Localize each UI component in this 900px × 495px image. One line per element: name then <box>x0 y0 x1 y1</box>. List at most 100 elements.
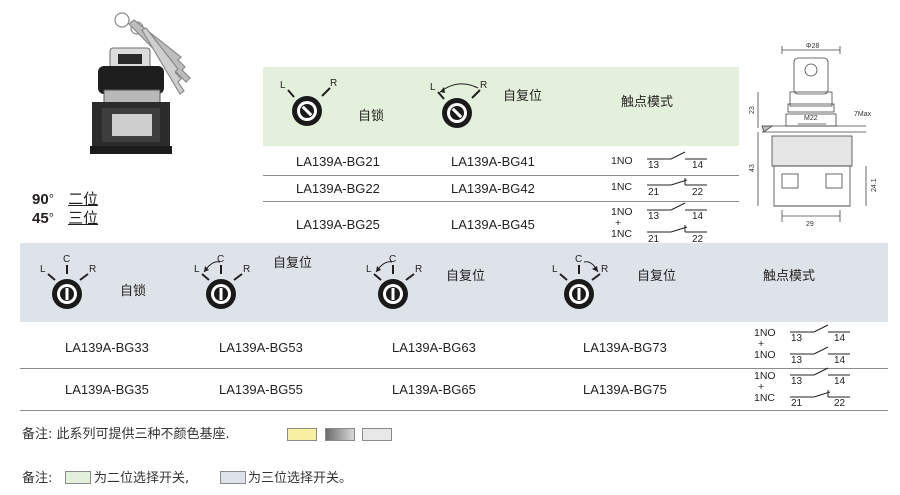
no-nc-contact-icon <box>790 367 850 398</box>
contact-plus: + <box>615 217 622 229</box>
degree-symbol: ° <box>48 210 54 225</box>
table2-row3-lock: LA139A-BG25 <box>296 217 380 232</box>
symbol-letter-l: L <box>366 264 372 275</box>
contact-plus: + <box>758 381 765 393</box>
three-position-reset-right-symbol-icon: L C R <box>366 254 422 309</box>
legend-two-swatch <box>65 471 91 484</box>
position-three-label: 45° 三位 <box>32 210 98 227</box>
legend-three-text: 为三位选择开关。 <box>248 471 353 486</box>
swatch-yellow <box>287 428 317 441</box>
contact-type: 1NC <box>754 392 776 404</box>
table3-header-reset-1: 自复位 <box>273 256 313 271</box>
contact-terminal: 22 <box>834 398 846 409</box>
contact-terminal: 13 <box>648 211 660 222</box>
legend-two-text: 为二位选择开关, <box>94 471 190 486</box>
contact-terminal: 21 <box>648 234 660 245</box>
table3-row1-reset3: LA139A-BG73 <box>583 340 667 355</box>
three-position-lock-symbol-icon: L C R <box>40 254 96 309</box>
contact-terminal: 13 <box>791 333 803 344</box>
no-contact-icon <box>647 151 707 160</box>
position-two-label: 90° 二位 <box>32 191 98 208</box>
table2-row2-lock: LA139A-BG22 <box>296 181 380 196</box>
contact-terminal: 13 <box>648 160 660 171</box>
table3-row1-lock: LA139A-BG33 <box>65 340 149 355</box>
symbol-letter-c: C <box>389 254 396 265</box>
contact-terminal: 14 <box>692 160 704 171</box>
contact-plus: + <box>758 338 765 350</box>
contact-type: 1NC <box>611 181 633 193</box>
position-three-text: 三位 <box>68 209 99 227</box>
symbol-letter-r: R <box>601 264 608 275</box>
table2-row3-reset: LA139A-BG45 <box>451 217 535 232</box>
contact-terminal: 22 <box>692 234 704 245</box>
swatch-dark-grey <box>325 428 355 441</box>
symbol-letter-r: R <box>480 80 487 91</box>
contact-terminal: 22 <box>692 187 704 198</box>
contact-terminal: 14 <box>834 333 846 344</box>
legend-three-swatch <box>220 471 246 484</box>
table2-row1-lock: LA139A-BG21 <box>296 154 380 169</box>
two-position-lock-symbol-icon: L R <box>280 78 337 126</box>
legend-prefix: 备注: <box>22 471 53 486</box>
no-nc-contact-icon <box>647 202 707 233</box>
position-three-number: 45 <box>32 210 49 227</box>
swatch-light-grey <box>362 428 392 441</box>
table2-divider <box>263 175 739 176</box>
contact-type: 1NO <box>754 370 776 382</box>
table3-row2-lock: LA139A-BG35 <box>65 382 149 397</box>
symbol-letter-l: L <box>280 80 286 91</box>
symbol-letter-r: R <box>243 264 250 275</box>
table3-header-reset-3: 自复位 <box>637 269 677 284</box>
dim-diameter: Φ28 <box>806 43 819 50</box>
symbol-letter-r: R <box>89 264 96 275</box>
table2-header-reset: 自复位 <box>503 89 543 104</box>
dim-height-total: 43 <box>749 164 756 172</box>
symbol-letter-r: R <box>415 264 422 275</box>
table3-header-reset-2: 自复位 <box>446 269 486 284</box>
table3-header-lock: 自锁 <box>120 284 147 299</box>
symbol-letter-l: L <box>194 264 200 275</box>
contact-type: 1NO <box>754 349 776 361</box>
contact-terminal: 13 <box>791 376 803 387</box>
two-position-reset-symbol-icon: L R <box>430 80 487 128</box>
dim-height-head: 23 <box>749 106 756 114</box>
table3-header-contact: 触点模式 <box>763 269 816 284</box>
symbol-letter-l: L <box>552 264 558 275</box>
nc-contact-icon <box>647 178 707 186</box>
three-position-reset-both-symbol-icon: L C R <box>552 254 608 309</box>
contact-type: 1NO <box>754 327 776 339</box>
color-base-note: 备注: 此系列可提供三种不颜色基座. <box>22 427 230 442</box>
table2-header-contact: 触点模式 <box>621 95 674 110</box>
symbol-letter-c: C <box>217 254 224 265</box>
table2-divider <box>263 201 739 202</box>
degree-symbol: ° <box>48 191 54 206</box>
symbol-letter-l: L <box>40 264 46 275</box>
contact-type: 1NO <box>611 155 633 167</box>
table3-row2-reset3: LA139A-BG75 <box>583 382 667 397</box>
contact-type: 1NO <box>611 206 633 218</box>
dim-max: 7Max <box>854 111 872 118</box>
table3-row1-reset1: LA139A-BG53 <box>219 340 303 355</box>
table2-header-bg <box>263 67 739 146</box>
table3-row1-reset2: LA139A-BG63 <box>392 340 476 355</box>
table2-row1-reset: LA139A-BG41 <box>451 154 535 169</box>
table3-divider <box>20 410 888 411</box>
symbol-letter-c: C <box>575 254 582 265</box>
dimension-drawing: Φ28 M22 7Max 23 43 24.1 29 <box>749 43 878 228</box>
table3-row2-reset1: LA139A-BG55 <box>219 382 303 397</box>
contact-terminal: 21 <box>648 187 660 198</box>
symbol-letter-r: R <box>330 78 337 89</box>
contact-terminal: 21 <box>791 398 803 409</box>
dim-thread: M22 <box>804 115 818 122</box>
position-two-number: 90 <box>32 191 49 208</box>
position-two-text: 二位 <box>68 190 99 208</box>
symbol-letter-l: L <box>430 82 436 93</box>
symbol-letter-c: C <box>63 254 70 265</box>
table2-header-lock: 自锁 <box>358 109 385 124</box>
dim-height-body: 24.1 <box>871 178 878 192</box>
contact-type: 1NC <box>611 228 633 240</box>
contact-terminal: 14 <box>692 211 704 222</box>
table3-divider <box>20 368 888 369</box>
table3-header-bg <box>20 243 888 322</box>
contact-terminal: 14 <box>834 355 846 366</box>
